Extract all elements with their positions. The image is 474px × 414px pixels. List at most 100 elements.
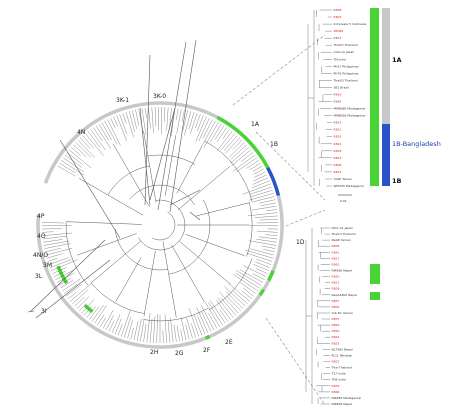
leaf-label: RB23 — [334, 156, 342, 160]
bar-1b-blue — [382, 124, 390, 186]
clade-label-1a: 1A — [251, 121, 260, 128]
leaf-label: PL11 Pakistan — [332, 353, 353, 357]
clade-label-3m: 3M — [43, 262, 52, 269]
leaf-label: SE5030 Madagascar — [334, 184, 365, 188]
tree-branches — [65, 131, 253, 322]
leaf-label: RB50 — [332, 275, 340, 279]
leaf-label: RB41 — [332, 250, 340, 254]
clade-label-4n: 4N — [77, 129, 85, 136]
leaf-label: RB24 — [334, 142, 342, 146]
leaf-label: TN5 India — [331, 378, 346, 382]
leaf-label: RB15 — [334, 121, 342, 125]
clade-label-2g: 2G — [175, 350, 184, 357]
leaf-label: RB45 — [334, 100, 342, 104]
leaf-label: RB64 — [332, 323, 340, 327]
leaf-label: RB44 — [332, 335, 340, 339]
connector-lines — [232, 34, 326, 406]
leaf-label: RB30 — [332, 329, 340, 333]
outer-ring — [36, 101, 284, 349]
leaf-label: NL7985 Nepal — [332, 347, 353, 351]
leaf-label: Thai07 Thailand — [333, 43, 358, 47]
leaf-label: NI4684 Nepal — [332, 402, 353, 406]
leaf-label: RB57 — [332, 299, 340, 303]
ring-highlight-3i-a — [56, 265, 69, 285]
circular-tree — [27, 39, 284, 349]
leaf-label: Nitro-21 Japan — [332, 226, 354, 230]
leaf-label: RB03 — [334, 15, 342, 19]
group-label-1b: 1B — [392, 177, 402, 185]
leaf-label: NI4680 Nepal — [332, 269, 353, 273]
long-branches — [27, 39, 201, 319]
leaf-label: MMB058 Madagascar — [334, 114, 367, 118]
leaf-label: RB37 — [332, 317, 340, 321]
leaf-label: Yub D1 Yemen — [332, 311, 353, 315]
leaf-label: RB16 — [334, 93, 342, 97]
leaf-label: TN India — [333, 57, 347, 61]
leaf-label: RB36 — [332, 244, 340, 248]
leaf-label: RB05 — [332, 305, 340, 309]
leaf-label: Thai13 Thailand — [331, 232, 356, 236]
leaf-label: NepA5800 Nepal — [332, 293, 357, 297]
ring-highlight-2e — [205, 334, 211, 340]
leaf-label: RB62 — [332, 262, 340, 266]
clade-label-3k0: 3K-0 — [153, 93, 166, 100]
inset-branches — [307, 9, 332, 187]
leaf-label: T17 India — [331, 372, 346, 376]
leaf-label: MMB085 Madagascar — [334, 107, 367, 111]
leaf-label: PH75 Philippines — [334, 71, 359, 75]
ring-highlight-3i-b — [83, 304, 94, 314]
clade-label-3k1: 3K-1 — [116, 97, 129, 104]
leaf-label: RB22 — [332, 360, 340, 364]
leaf-label: CAG-1A Japan — [334, 50, 355, 54]
ring-highlight-1d-b — [258, 288, 265, 297]
leaf-label: RB35 — [332, 341, 340, 345]
bar-1a-gray — [382, 8, 390, 186]
clade-label-3l: 3L — [35, 273, 43, 280]
leaf-label: NI4685 Madagascar — [332, 396, 363, 400]
leaf-label: PH17 Philippines — [334, 64, 359, 68]
leaf-label: RB21 — [334, 128, 342, 132]
leaf-label: ZB089 — [334, 29, 344, 33]
clade-label-1d: 1D — [296, 239, 305, 246]
leaf-label: RB18 — [334, 149, 342, 153]
clade-label-2e: 2E — [225, 339, 233, 346]
clade-label-4o: 4O — [37, 233, 46, 240]
ring-highlight-1b — [266, 166, 281, 196]
lower-green-mark-1 — [370, 264, 380, 284]
leaf-label: Thai03 Thailand — [333, 78, 358, 82]
leaf-label: RB66 — [332, 390, 340, 394]
group-label-1b-bangladesh: 1B-Bangladesh — [392, 140, 441, 148]
leaf-label: Indonesia 5 Indonesia — [334, 22, 367, 26]
clade-label-4p: 4P — [37, 213, 45, 220]
leaf-label: RB38 — [334, 8, 342, 12]
leaf-label: RB08 — [334, 163, 342, 167]
leaf-label: SB1 Brazil — [334, 85, 349, 89]
tree-tips — [41, 106, 279, 344]
clade-label-2h: 2H — [150, 349, 158, 356]
leaf-label: Thai Thailand — [331, 366, 352, 370]
clade-label-3i: 3I — [41, 308, 47, 315]
leaf-label: RB03 — [334, 135, 342, 139]
leaf-label: NaGE Yemen — [332, 238, 351, 242]
leaf-label: RB73 — [334, 36, 342, 40]
group-label-1a: 1A — [392, 56, 402, 64]
lower-green-mark-2 — [370, 292, 380, 300]
ring-highlight-1a — [216, 115, 270, 169]
ring-highlight-1d-a — [267, 270, 275, 282]
clade-label-1b: 1B — [270, 141, 278, 148]
scale-label: 0.01 — [340, 199, 347, 203]
inset-branches — [305, 227, 330, 405]
clade-label-4no: 4N/O — [33, 252, 48, 259]
leaf-label: RB12 — [334, 170, 342, 174]
leaf-label: YuGE Yemen — [334, 177, 353, 181]
clade-label-2f: 2F — [203, 347, 211, 354]
bar-1a-green — [370, 8, 379, 186]
leaf-label: RB08 — [332, 287, 340, 291]
leaf-label: RB17 — [332, 256, 340, 260]
leaf-label: RB39 — [332, 384, 340, 388]
leaf-label: RB13 — [332, 281, 340, 285]
